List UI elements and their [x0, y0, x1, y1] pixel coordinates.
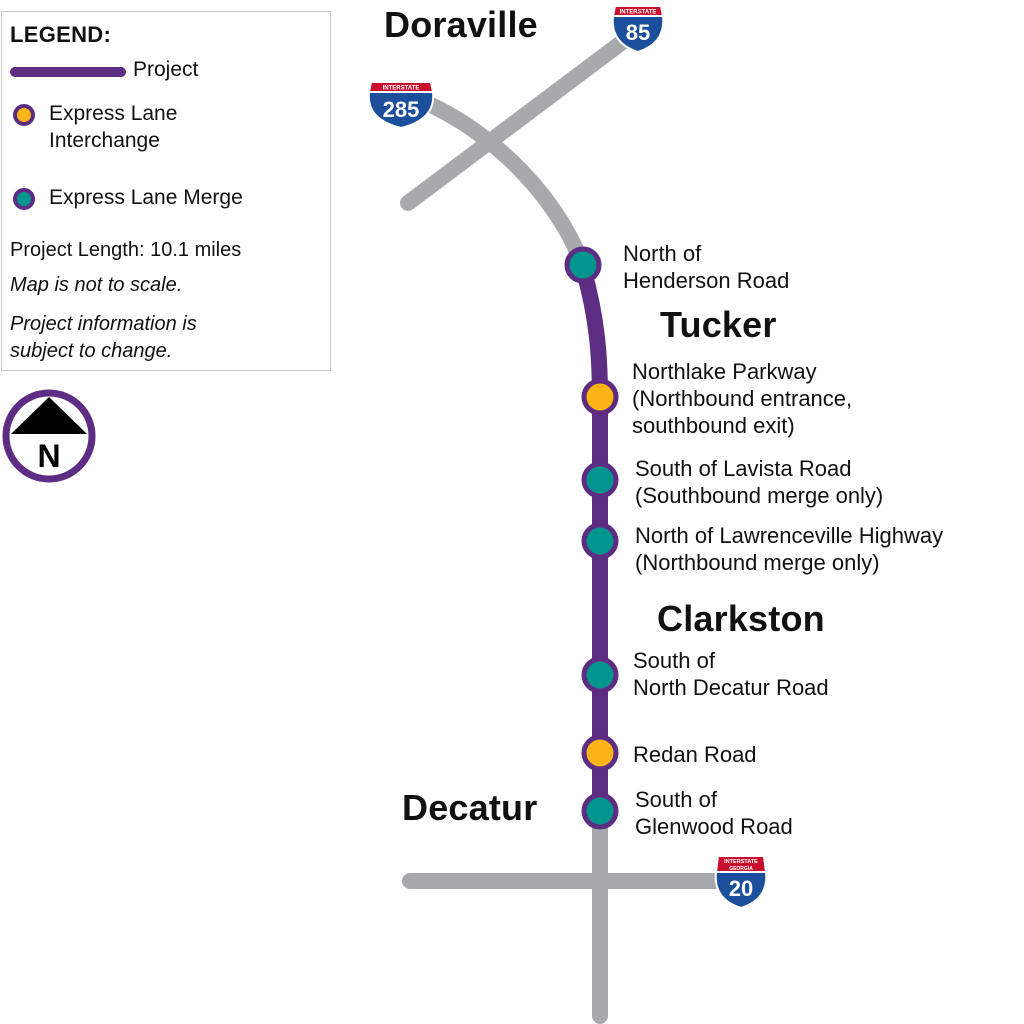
legend-title: LEGEND:: [10, 22, 112, 47]
legend-box: LEGEND: Project Express Lane Interchange…: [1, 11, 331, 371]
i285-shield-icon: INTERSTATE 285: [367, 81, 435, 130]
legend-interchange-label: Express Lane Interchange: [49, 102, 178, 152]
point-lavista-merge-marker: [581, 461, 619, 499]
legend-project-line-icon: [10, 67, 126, 77]
point-north-decatur-merge-marker: [581, 656, 619, 694]
i85-shield-icon: INTERSTATE 85: [611, 5, 665, 54]
label-lavista: South of Lavista Road (Southbound merge …: [635, 456, 884, 508]
project-points: [564, 246, 619, 830]
city-clarkston: Clarkston: [657, 598, 825, 639]
i285-banner: INTERSTATE: [383, 86, 420, 92]
i20-subbanner: GEORGIA: [729, 866, 753, 872]
label-redan: Redan Road: [633, 742, 757, 767]
label-glenwood: South of Glenwood Road: [635, 787, 793, 839]
city-doraville: Doraville: [384, 4, 538, 45]
point-glenwood-merge-marker: [581, 792, 619, 830]
label-north-decatur: South of North Decatur Road: [633, 648, 829, 700]
north-compass-icon: N: [2, 389, 96, 483]
label-henderson: North of Henderson Road: [623, 241, 790, 293]
legend-interchange-icon: [13, 104, 35, 126]
legend-merge-icon: [13, 188, 35, 210]
legend-project-length: Project Length: 10.1 miles: [10, 239, 242, 261]
i85-number: 85: [626, 20, 650, 45]
i85-road: [400, 32, 633, 211]
point-northlake-interchange-marker: [581, 378, 619, 416]
i85-banner: INTERSTATE: [620, 10, 657, 16]
legend-note-change: Project information is subject to change…: [10, 313, 197, 362]
label-northlake: Northlake Parkway (Northbound entrance, …: [632, 359, 853, 438]
i20-shield-icon: INTERSTATE GEORGIA 20: [714, 855, 768, 910]
label-lawrenceville: North of Lawrenceville Highway (Northbou…: [635, 523, 944, 575]
i285-number: 285: [383, 97, 420, 122]
point-lawrenceville-merge-marker: [581, 522, 619, 560]
point-redan-interchange-marker: [581, 734, 619, 772]
i20-banner: INTERSTATE: [724, 859, 758, 865]
i20-number: 20: [729, 876, 753, 901]
point-henderson-merge-marker: [564, 246, 602, 284]
legend-note-scale: Map is not to scale.: [10, 274, 183, 296]
legend-merge-label: Express Lane Merge: [49, 186, 243, 209]
city-decatur: Decatur: [402, 787, 538, 828]
legend-project-label: Project: [133, 58, 199, 81]
city-tucker: Tucker: [660, 304, 777, 345]
compass-letter: N: [37, 438, 60, 474]
i285-road: [400, 87, 591, 276]
